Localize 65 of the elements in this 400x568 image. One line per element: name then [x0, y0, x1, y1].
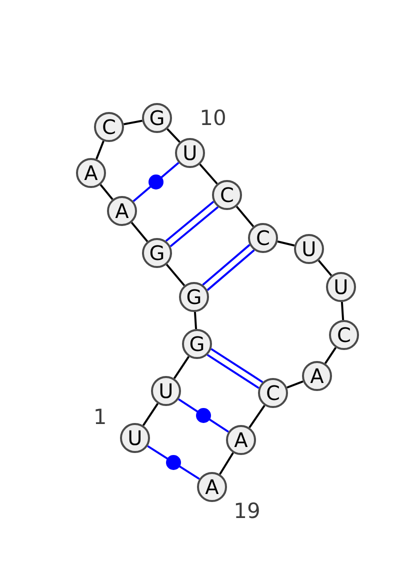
- nucleotide-letter: C: [102, 117, 116, 137]
- nucleotide-circle: [197, 472, 227, 502]
- nucleotide-letter: G: [149, 108, 165, 128]
- nucleotide-circle: [329, 320, 359, 350]
- nucleotide-letter: G: [189, 334, 205, 354]
- nucleotide-circle: [179, 282, 209, 312]
- nucleotide-circle: [107, 196, 137, 226]
- nucleotide-letter: U: [128, 428, 142, 448]
- backbone-line: [130, 222, 148, 242]
- backbone-line: [142, 402, 159, 426]
- nucleotide-letter: A: [84, 163, 98, 183]
- backbone-line: [318, 260, 332, 276]
- backbone-line: [248, 404, 266, 428]
- base-pair-line: [210, 348, 264, 383]
- nucleotide-letter: C: [256, 228, 270, 248]
- nucleotide-circle: [142, 103, 172, 133]
- nucleotide-letter: A: [115, 201, 129, 221]
- nucleotide-circle: [294, 234, 324, 264]
- nucleotide-letter: U: [182, 143, 198, 163]
- nucleotide-letter: C: [266, 383, 280, 403]
- nucleotide-circle: [212, 180, 242, 210]
- backbone-line: [100, 184, 114, 200]
- nucleotide-circle: [142, 238, 172, 268]
- nucleotide-letter: A: [234, 430, 248, 450]
- nucleotide-circle: [226, 425, 256, 455]
- nucleotide-letter: U: [334, 277, 348, 297]
- nucleotide-letter: C: [337, 325, 351, 345]
- backbone-line: [173, 356, 190, 380]
- nucleotide-letter: U: [302, 239, 316, 259]
- base-pair-line: [170, 206, 219, 248]
- backbone-line: [124, 120, 142, 126]
- nucleotide-circle: [302, 361, 332, 391]
- nucleotide-circle: [151, 376, 181, 406]
- position-number: 10: [200, 106, 226, 130]
- nucleotide-circle: [94, 112, 124, 142]
- nucleotide-letter: G: [186, 287, 202, 307]
- nucleotide-letter: A: [205, 477, 219, 497]
- position-number: 1: [93, 405, 107, 429]
- nucleotide-circle: [326, 272, 356, 302]
- nucleotide-letter: A: [310, 366, 324, 386]
- nucleotide-circle: [258, 378, 288, 408]
- nucleotide-circle: [248, 223, 278, 253]
- backbone-line: [340, 302, 344, 320]
- backbone-line: [194, 312, 198, 330]
- nucleotide-letter: C: [220, 185, 234, 205]
- backbone-line: [219, 452, 234, 475]
- backbone-line: [199, 164, 218, 184]
- backbone-line: [236, 206, 254, 228]
- backbone-line: [286, 380, 304, 389]
- backbone-line: [166, 128, 180, 143]
- nucleotide-circle: [76, 158, 106, 188]
- position-number: 19: [234, 499, 260, 523]
- base-pair-line: [147, 445, 200, 480]
- backbone-line: [277, 240, 295, 246]
- nucleotide-circle: [182, 329, 212, 359]
- nucleotide-letter: U: [158, 381, 174, 401]
- nucleotide-letter: G: [149, 243, 165, 263]
- base-pair-line: [165, 200, 214, 242]
- base-pair-line: [132, 162, 180, 202]
- backbone-line: [96, 140, 104, 160]
- base-pair-line: [178, 398, 229, 433]
- backbone-line: [166, 264, 186, 286]
- nucleotide-circle: [120, 423, 150, 453]
- nucleotide-circle: [175, 138, 205, 168]
- base-pair-line: [206, 354, 260, 389]
